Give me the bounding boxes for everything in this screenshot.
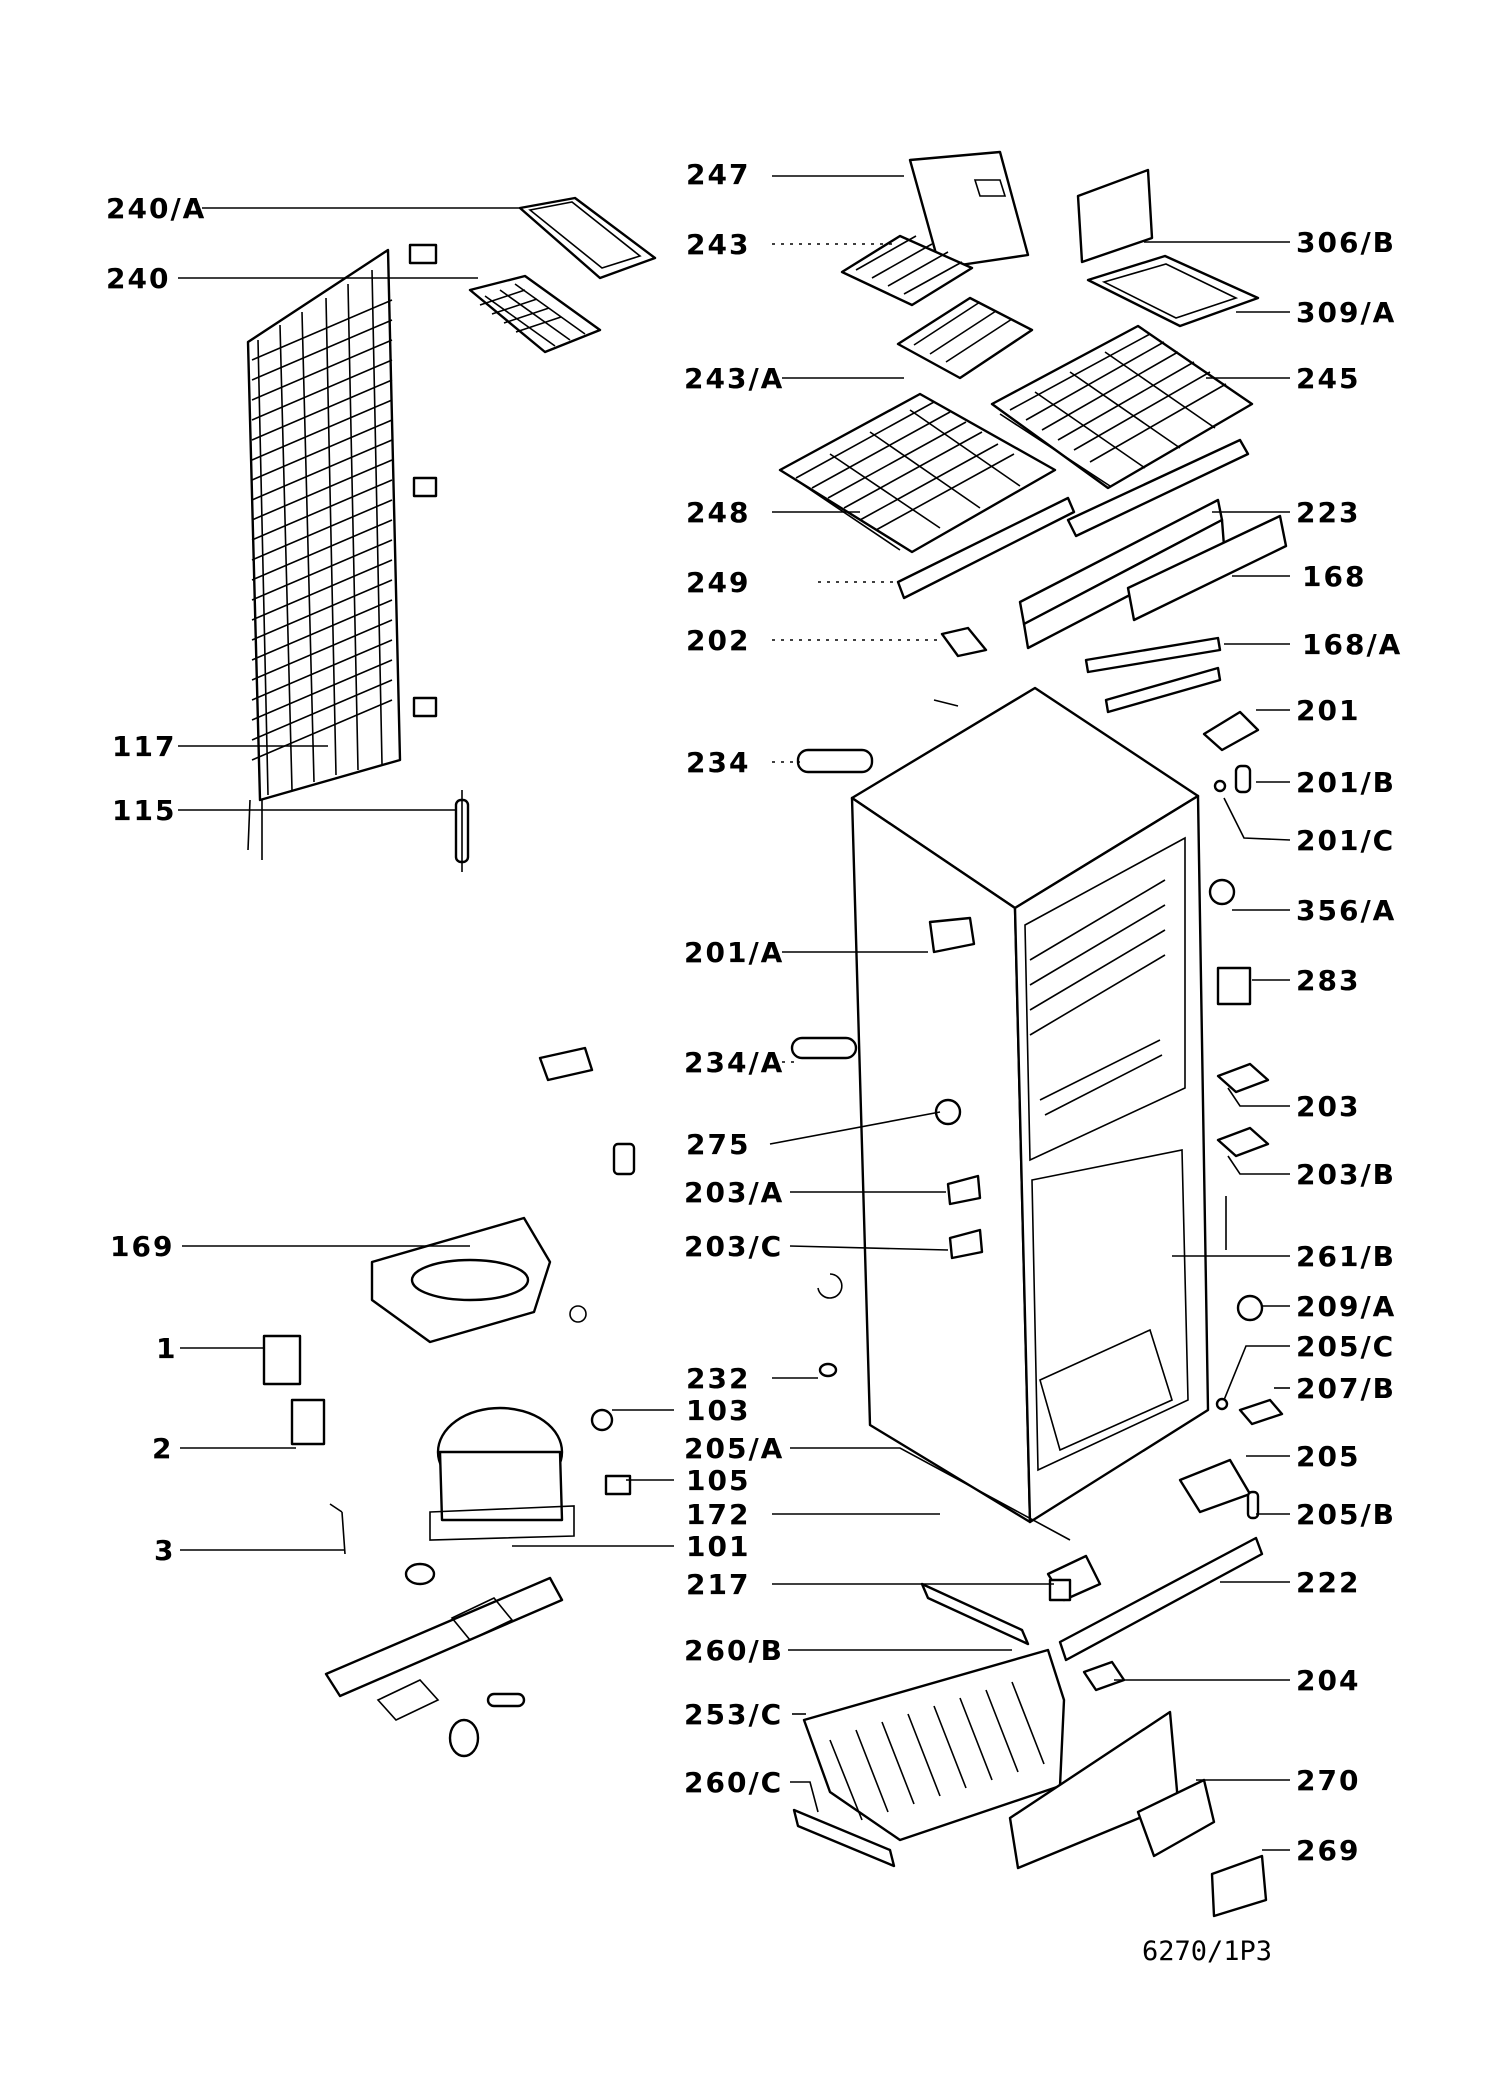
label-103: 103 bbox=[686, 1394, 750, 1427]
strip-249-drawing bbox=[896, 496, 1076, 600]
bottom-parts-drawing bbox=[792, 1536, 1268, 1918]
diagram-code: 6270/1P3 bbox=[1142, 1936, 1272, 1967]
shelf-243-drawing bbox=[840, 234, 974, 307]
label-240: 240 bbox=[106, 262, 170, 295]
label-249: 249 bbox=[686, 566, 750, 599]
label-234a: 234/A bbox=[684, 1046, 784, 1079]
label-205a: 205/A bbox=[684, 1432, 784, 1465]
label-356a: 356/A bbox=[1296, 894, 1396, 927]
label-201b: 201/B bbox=[1296, 766, 1396, 799]
label-202: 202 bbox=[686, 624, 750, 657]
compressor-drawing bbox=[429, 1406, 632, 1541]
label-201c: 201/C bbox=[1296, 824, 1395, 857]
center-labels: 247 243 243/A 248 249 202 234 201/A 234/… bbox=[684, 158, 784, 1799]
strip-168A-drawing bbox=[1084, 636, 1222, 714]
label-1: 1 bbox=[156, 1332, 177, 1365]
label-234: 234 bbox=[686, 746, 750, 779]
left-labels: 240/A 240 117 115 169 1 2 3 bbox=[106, 192, 206, 1567]
label-203a: 203/A bbox=[684, 1176, 784, 1209]
ice-tray-drawing bbox=[468, 274, 602, 354]
label-243: 243 bbox=[686, 228, 750, 261]
label-306b: 306/B bbox=[1296, 226, 1396, 259]
label-243a: 243/A bbox=[684, 362, 784, 395]
tray-309A-drawing bbox=[1086, 254, 1260, 328]
label-168a: 168/A bbox=[1302, 628, 1402, 661]
label-260c: 260/C bbox=[684, 1766, 783, 1799]
label-169: 169 bbox=[110, 1230, 174, 1263]
label-217: 217 bbox=[686, 1568, 750, 1601]
label-201a: 201/A bbox=[684, 936, 784, 969]
base-plate-drawing bbox=[324, 1562, 564, 1758]
label-205b: 205/B bbox=[1296, 1498, 1396, 1531]
label-203b: 203/B bbox=[1296, 1158, 1396, 1191]
label-260b: 260/B bbox=[684, 1634, 784, 1667]
label-117: 117 bbox=[112, 730, 176, 763]
label-115: 115 bbox=[112, 794, 176, 827]
lid-306B-drawing bbox=[1076, 168, 1154, 264]
label-205c: 205/C bbox=[1296, 1330, 1395, 1363]
leader-lines bbox=[178, 175, 1291, 1851]
label-209a: 209/A bbox=[1296, 1290, 1396, 1323]
right-small-parts-drawing bbox=[1178, 710, 1284, 1520]
label-247: 247 bbox=[686, 158, 750, 191]
middle-small-parts-drawing bbox=[790, 748, 984, 1378]
label-240a: 240/A bbox=[106, 192, 206, 225]
label-172: 172 bbox=[686, 1498, 750, 1531]
label-105: 105 bbox=[686, 1464, 750, 1497]
label-232: 232 bbox=[686, 1362, 750, 1395]
condenser-coil-drawing bbox=[246, 243, 438, 860]
label-2: 2 bbox=[152, 1432, 173, 1465]
label-101: 101 bbox=[686, 1530, 750, 1563]
label-223: 223 bbox=[1296, 496, 1360, 529]
label-201: 201 bbox=[1296, 694, 1360, 727]
label-203: 203 bbox=[1296, 1090, 1360, 1123]
control-panel-168-drawing bbox=[1018, 498, 1288, 650]
label-168: 168 bbox=[1302, 560, 1366, 593]
label-248: 248 bbox=[686, 496, 750, 529]
label-222: 222 bbox=[1296, 1566, 1360, 1599]
right-labels: 306/B 309/A 245 223 168 168/A 201 201/B … bbox=[1296, 226, 1402, 1867]
shelf-243A-drawing bbox=[896, 296, 1034, 380]
label-207b: 207/B bbox=[1296, 1372, 1396, 1405]
label-283: 283 bbox=[1296, 964, 1360, 997]
label-245: 245 bbox=[1296, 362, 1360, 395]
wire-shelf-245-drawing bbox=[990, 324, 1254, 490]
label-269: 269 bbox=[1296, 1834, 1360, 1867]
label-270: 270 bbox=[1296, 1764, 1360, 1797]
label-261b: 261/B bbox=[1296, 1240, 1396, 1273]
strip-223-drawing bbox=[1066, 438, 1250, 538]
label-253c: 253/C bbox=[684, 1698, 783, 1731]
wire-shelf-248-drawing bbox=[778, 392, 1057, 554]
label-309a: 309/A bbox=[1296, 296, 1396, 329]
label-275: 275 bbox=[686, 1128, 750, 1161]
bracket-parts-drawing bbox=[262, 1046, 636, 1555]
ice-tray-lid-drawing bbox=[518, 196, 657, 280]
label-205: 205 bbox=[1296, 1440, 1360, 1473]
label-3: 3 bbox=[154, 1534, 175, 1567]
label-204: 204 bbox=[1296, 1664, 1360, 1697]
label-203c: 203/C bbox=[684, 1230, 783, 1263]
cabinet-drawing bbox=[850, 686, 1210, 1524]
clip-202-drawing bbox=[933, 626, 988, 707]
tray-247-drawing bbox=[908, 150, 1030, 270]
drier-drawing bbox=[454, 790, 470, 872]
